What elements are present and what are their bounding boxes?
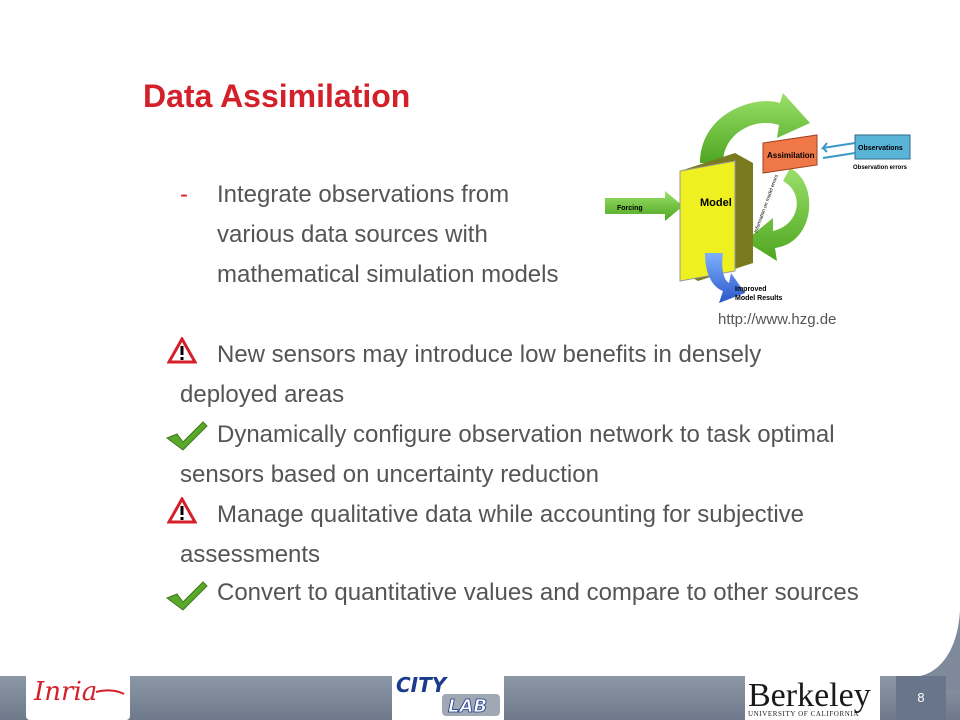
intro-line-2: various data sources with [217,221,488,248]
item-4-line-1: Convert to quantitative values and compa… [217,579,859,606]
assimilation-box [762,134,818,174]
berkeley-logo: Berkeley UNIVERSITY OF CALIFORNIA [745,672,880,720]
diagram-results-line-1: Improved [735,286,767,293]
svg-text:Berkeley: Berkeley [748,677,871,714]
checkmark-icon [165,581,208,611]
model-box [679,160,736,282]
diagram-model-label: Model [700,197,732,209]
intro-line-1: Integrate observations from [217,181,510,208]
warning-icon [167,497,197,524]
item-2-line-1: Dynamically configure observation networ… [217,421,835,448]
cycle-arrow-top [700,93,810,163]
data-assimilation-diagram: Model Assimilation Observations Observat… [605,93,911,303]
diagram-forcing-label: Forcing [617,205,643,212]
citylab-logo-mark: CITY LAB [396,673,500,717]
svg-text:Inria: Inria [33,677,97,707]
forcing-arrow [605,191,683,221]
bullet-dash: - [180,181,188,208]
image-credit: http://www.hzg.de [718,311,837,328]
berkeley-logo-mark: Berkeley UNIVERSITY OF CALIFORNIA [748,677,871,718]
inria-logo-mark: Inria [33,677,125,707]
warning-icon [167,337,197,364]
diagram-observation-errors-label: Observation errors [853,165,908,171]
diagram-observations-label: Observations [858,145,903,152]
footer-corner-curve [920,610,960,690]
svg-text:LAB: LAB [448,696,487,717]
item-1-line-2: deployed areas [180,381,345,408]
intro-line-3: mathematical simulation models [217,261,559,288]
slide-title: Data Assimilation [143,78,411,114]
item-3-line-1: Manage qualitative data while accounting… [217,501,805,528]
cycle-arrow-right [745,168,810,261]
diagram-assimilation-label: Assimilation [767,151,815,160]
citylab-logo: CITY LAB [392,670,504,720]
observation-arrow-2 [822,152,856,159]
observation-arrow-1 [820,142,856,153]
svg-text:CITY: CITY [396,673,449,697]
checkmark-icon [165,421,208,451]
diagram-results-line-2: Model Results [735,295,783,302]
inria-logo: Inria [26,660,130,720]
item-1-line-1: New sensors may introduce low benefits i… [217,341,762,368]
page-number: 8 [896,676,946,720]
svg-text:UNIVERSITY OF CALIFORNIA: UNIVERSITY OF CALIFORNIA [748,710,859,718]
observations-box [854,134,911,160]
item-3-line-2: assessments [180,541,321,568]
results-arrow [705,253,745,303]
item-2-line-2: sensors based on uncertainty reduction [180,461,599,488]
